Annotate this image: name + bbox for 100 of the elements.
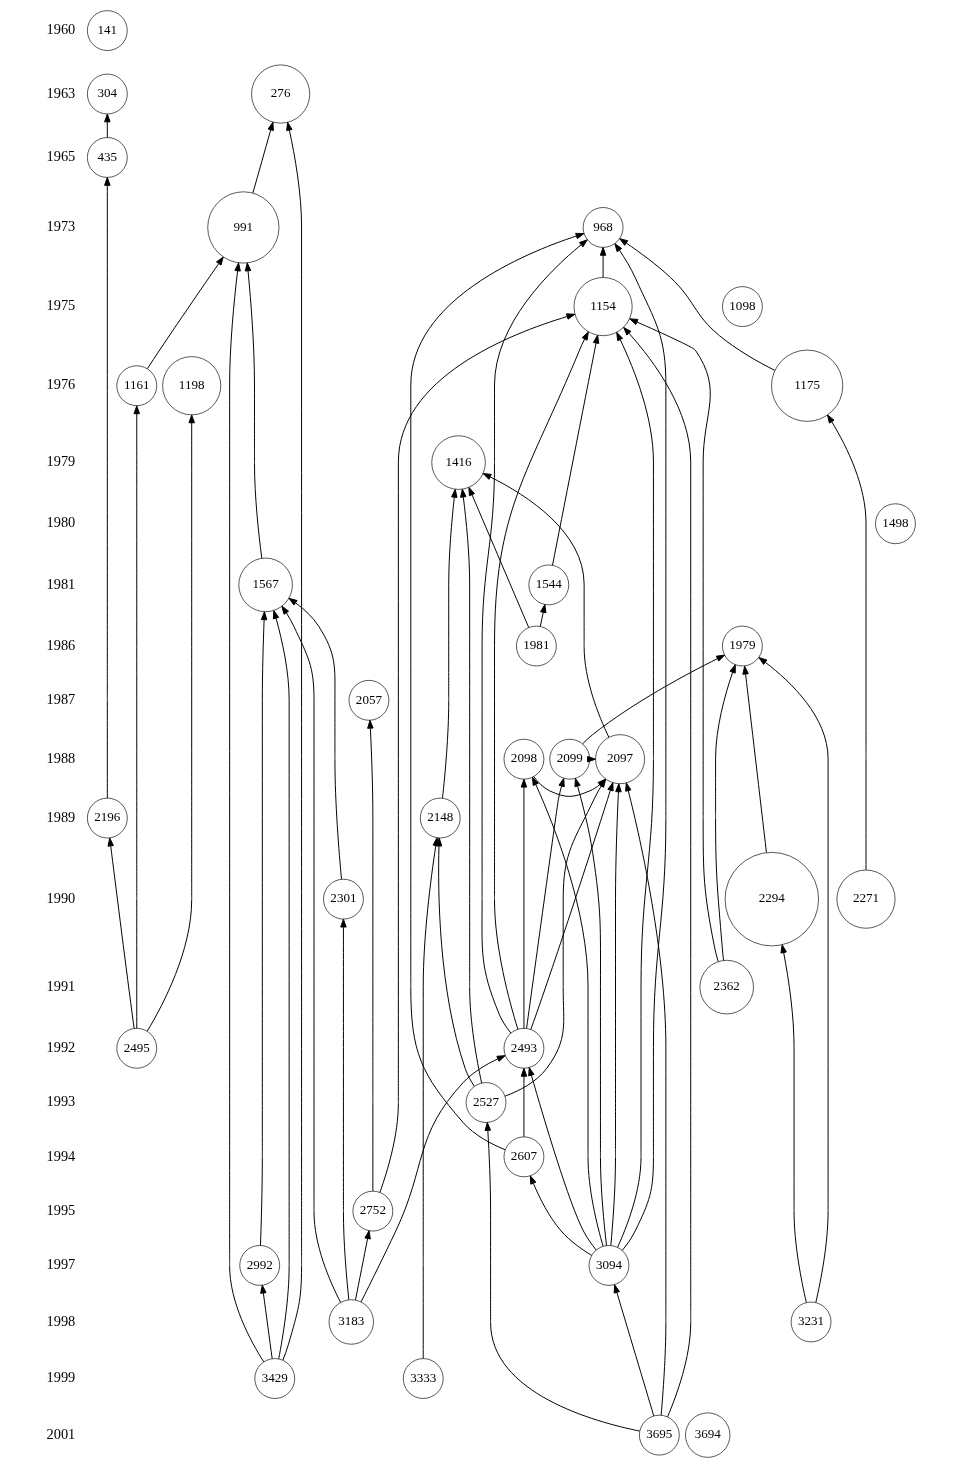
node-circle: 3094 — [588, 1245, 630, 1286]
arrow — [552, 334, 600, 566]
arrow — [133, 405, 140, 1029]
arrow — [539, 604, 547, 627]
node-circle: 2527 — [465, 1082, 507, 1123]
node-circle: 1544 — [528, 564, 570, 606]
arrow — [613, 1284, 655, 1417]
node-circle: 3231 — [790, 1301, 832, 1343]
arrow — [619, 238, 776, 371]
arrow — [520, 1067, 528, 1138]
node-circle: 141 — [87, 10, 128, 51]
arrow — [360, 1055, 506, 1303]
node-circle: 2362 — [699, 959, 754, 1015]
arrow — [104, 113, 111, 138]
node-circle: 2196 — [87, 797, 128, 839]
label: 1986 — [46, 636, 76, 653]
label: 1993 — [46, 1093, 76, 1110]
label: 1992 — [46, 1038, 76, 1055]
node-circle: 1498 — [875, 503, 916, 544]
arrow — [614, 243, 667, 1251]
label: 1989 — [46, 808, 76, 825]
arrow — [340, 918, 350, 1301]
label: 1965 — [46, 148, 76, 165]
arrow — [282, 121, 303, 1361]
node-circle: 1161 — [116, 365, 158, 406]
arrow — [355, 1230, 371, 1301]
label: 1990 — [46, 889, 76, 906]
arrow — [410, 232, 585, 1151]
arrow — [528, 1067, 597, 1251]
label: 1979 — [46, 453, 76, 470]
arrow — [625, 782, 667, 1416]
arrow — [379, 313, 576, 1193]
arrow — [758, 657, 829, 1303]
arrow — [288, 597, 342, 880]
arrow — [482, 473, 610, 738]
arrow — [104, 177, 111, 799]
node-circle: 2493 — [503, 1028, 545, 1069]
label: 1980 — [46, 514, 76, 531]
node-circle: 2607 — [503, 1136, 545, 1178]
arrow — [484, 1122, 641, 1432]
node-circle: 2148 — [419, 797, 461, 839]
node-circle: 2057 — [348, 680, 390, 721]
label: 1975 — [46, 297, 76, 314]
arrow — [244, 262, 263, 559]
arrow — [629, 318, 719, 963]
label: 1988 — [46, 749, 76, 766]
arrow — [599, 246, 607, 278]
arrow — [623, 326, 692, 1418]
arrow — [272, 610, 290, 1360]
arrow — [520, 778, 528, 1029]
node-circle: 1979 — [722, 625, 763, 667]
arrow — [107, 837, 135, 1029]
arrow — [252, 121, 274, 194]
arrow — [422, 837, 440, 1359]
node-circle: 1981 — [516, 625, 557, 667]
arrow — [529, 1175, 593, 1256]
arrow — [367, 719, 374, 1192]
arrow — [531, 776, 604, 1247]
node-circle: 2301 — [323, 878, 364, 920]
label: 1999 — [46, 1369, 76, 1386]
arrow — [468, 486, 530, 629]
node-circle: 2098 — [503, 738, 545, 780]
label: 1998 — [46, 1312, 76, 1329]
arrow — [442, 488, 458, 799]
node-circle: 1198 — [162, 356, 222, 416]
node-circle: 3333 — [402, 1358, 444, 1399]
label: 1960 — [46, 21, 76, 38]
label: 1987 — [46, 690, 76, 707]
arrow — [229, 262, 265, 1363]
label: 2001 — [46, 1425, 76, 1442]
arrow — [530, 782, 614, 1030]
arrow — [610, 783, 622, 1246]
arrow — [146, 256, 224, 370]
node-circle: 304 — [87, 73, 128, 115]
arrow — [715, 664, 736, 961]
arrow — [526, 777, 565, 1029]
node-circle: 2752 — [352, 1190, 394, 1232]
label: 1994 — [46, 1147, 76, 1164]
node-circle: 2992 — [239, 1245, 280, 1286]
node-circle: 276 — [251, 64, 311, 124]
node-circle: 1416 — [431, 435, 486, 490]
arrow — [260, 1284, 273, 1360]
node-circle: 2294 — [724, 852, 819, 947]
node-circle: 1098 — [722, 286, 763, 327]
node-circle: 2495 — [116, 1028, 158, 1069]
arrow — [481, 239, 588, 1034]
arrow — [146, 414, 195, 1032]
arrow — [742, 665, 767, 854]
arrow — [780, 944, 807, 1303]
node-circle: 3429 — [254, 1358, 296, 1399]
label: 1997 — [46, 1256, 76, 1273]
node-circle: 435 — [87, 137, 128, 178]
node-circle: 2271 — [836, 869, 896, 929]
label: 1991 — [46, 977, 76, 994]
arrow — [281, 605, 342, 1303]
label: 1981 — [46, 575, 76, 592]
label: 1995 — [46, 1201, 76, 1218]
node-circle: 968 — [582, 207, 624, 248]
arrow — [827, 414, 867, 871]
node-circle: 3695 — [639, 1414, 680, 1456]
